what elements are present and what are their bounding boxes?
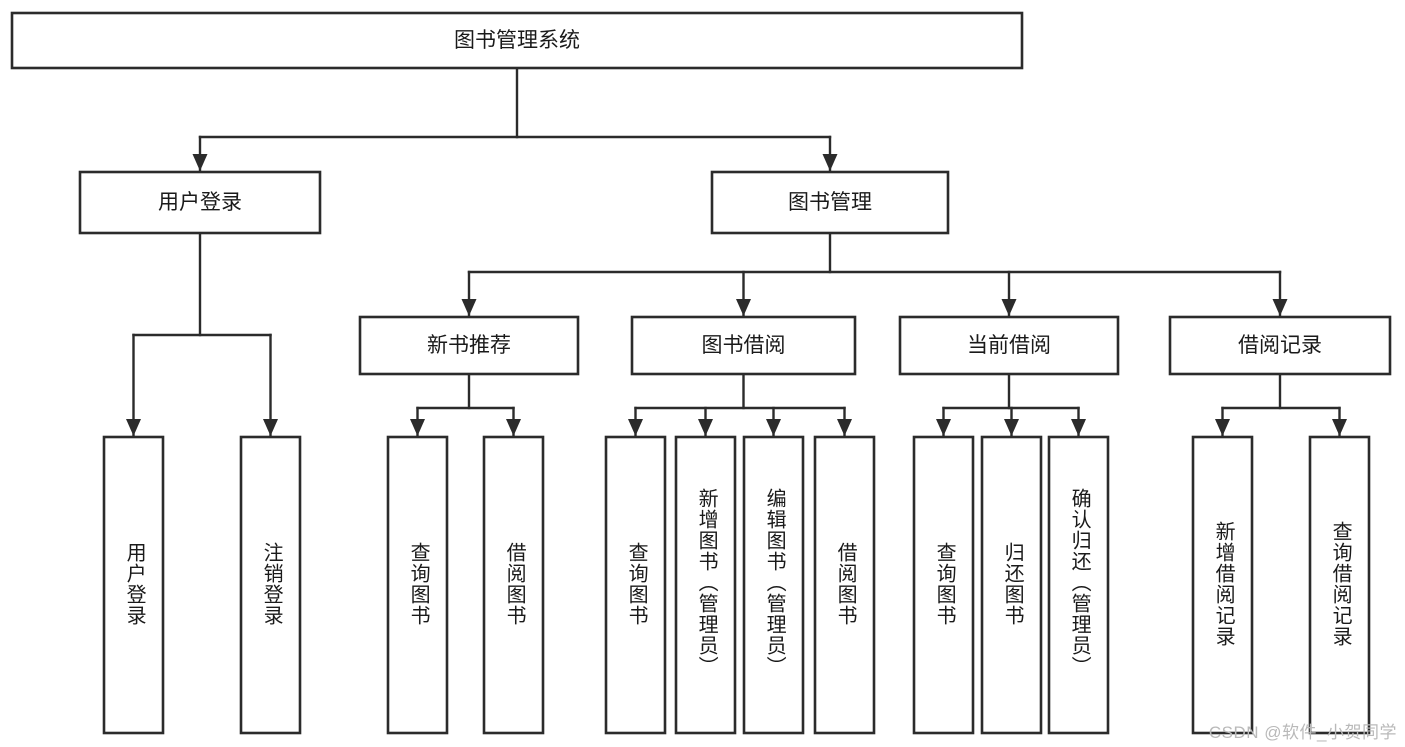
node-label-level2-3: 借阅记录 bbox=[1238, 334, 1322, 357]
node-box-leaf-10[interactable] bbox=[1047, 435, 1110, 735]
node-boxes bbox=[10, 11, 1392, 735]
node-box-leaf-1[interactable] bbox=[239, 435, 302, 735]
node-label-root: 图书管理系统 bbox=[454, 29, 580, 52]
node-box-level2-0[interactable] bbox=[358, 315, 580, 376]
connector-lines bbox=[126, 66, 1347, 437]
node-box-level2-2[interactable] bbox=[898, 315, 1120, 376]
node-label-level1-0: 用户登录 bbox=[158, 191, 242, 214]
node-box-leaf-12[interactable] bbox=[1308, 435, 1371, 735]
node-box-leaf-2[interactable] bbox=[386, 435, 449, 735]
csdn-watermark: CSDN @软件_小贺同学 bbox=[1208, 723, 1397, 742]
node-box-leaf-5[interactable] bbox=[674, 435, 737, 735]
node-label-level2-0: 新书推荐 bbox=[427, 334, 511, 357]
node-box-leaf-6[interactable] bbox=[742, 435, 805, 735]
node-box-leaf-3[interactable] bbox=[482, 435, 545, 735]
node-box-leaf-4[interactable] bbox=[604, 435, 667, 735]
node-box-leaf-8[interactable] bbox=[912, 435, 975, 735]
node-box-level1-1[interactable] bbox=[710, 170, 950, 235]
node-box-leaf-0[interactable] bbox=[102, 435, 165, 735]
node-label-level2-2: 当前借阅 bbox=[967, 334, 1051, 357]
node-box-level2-3[interactable] bbox=[1168, 315, 1392, 376]
node-box-root[interactable] bbox=[10, 11, 1024, 70]
node-box-level1-0[interactable] bbox=[78, 170, 322, 235]
node-box-leaf-7[interactable] bbox=[813, 435, 876, 735]
node-label-level1-1: 图书管理 bbox=[788, 191, 872, 214]
node-label-level2-1: 图书借阅 bbox=[702, 334, 786, 357]
node-box-level2-1[interactable] bbox=[630, 315, 857, 376]
node-box-leaf-9[interactable] bbox=[980, 435, 1043, 735]
node-box-leaf-11[interactable] bbox=[1191, 435, 1254, 735]
